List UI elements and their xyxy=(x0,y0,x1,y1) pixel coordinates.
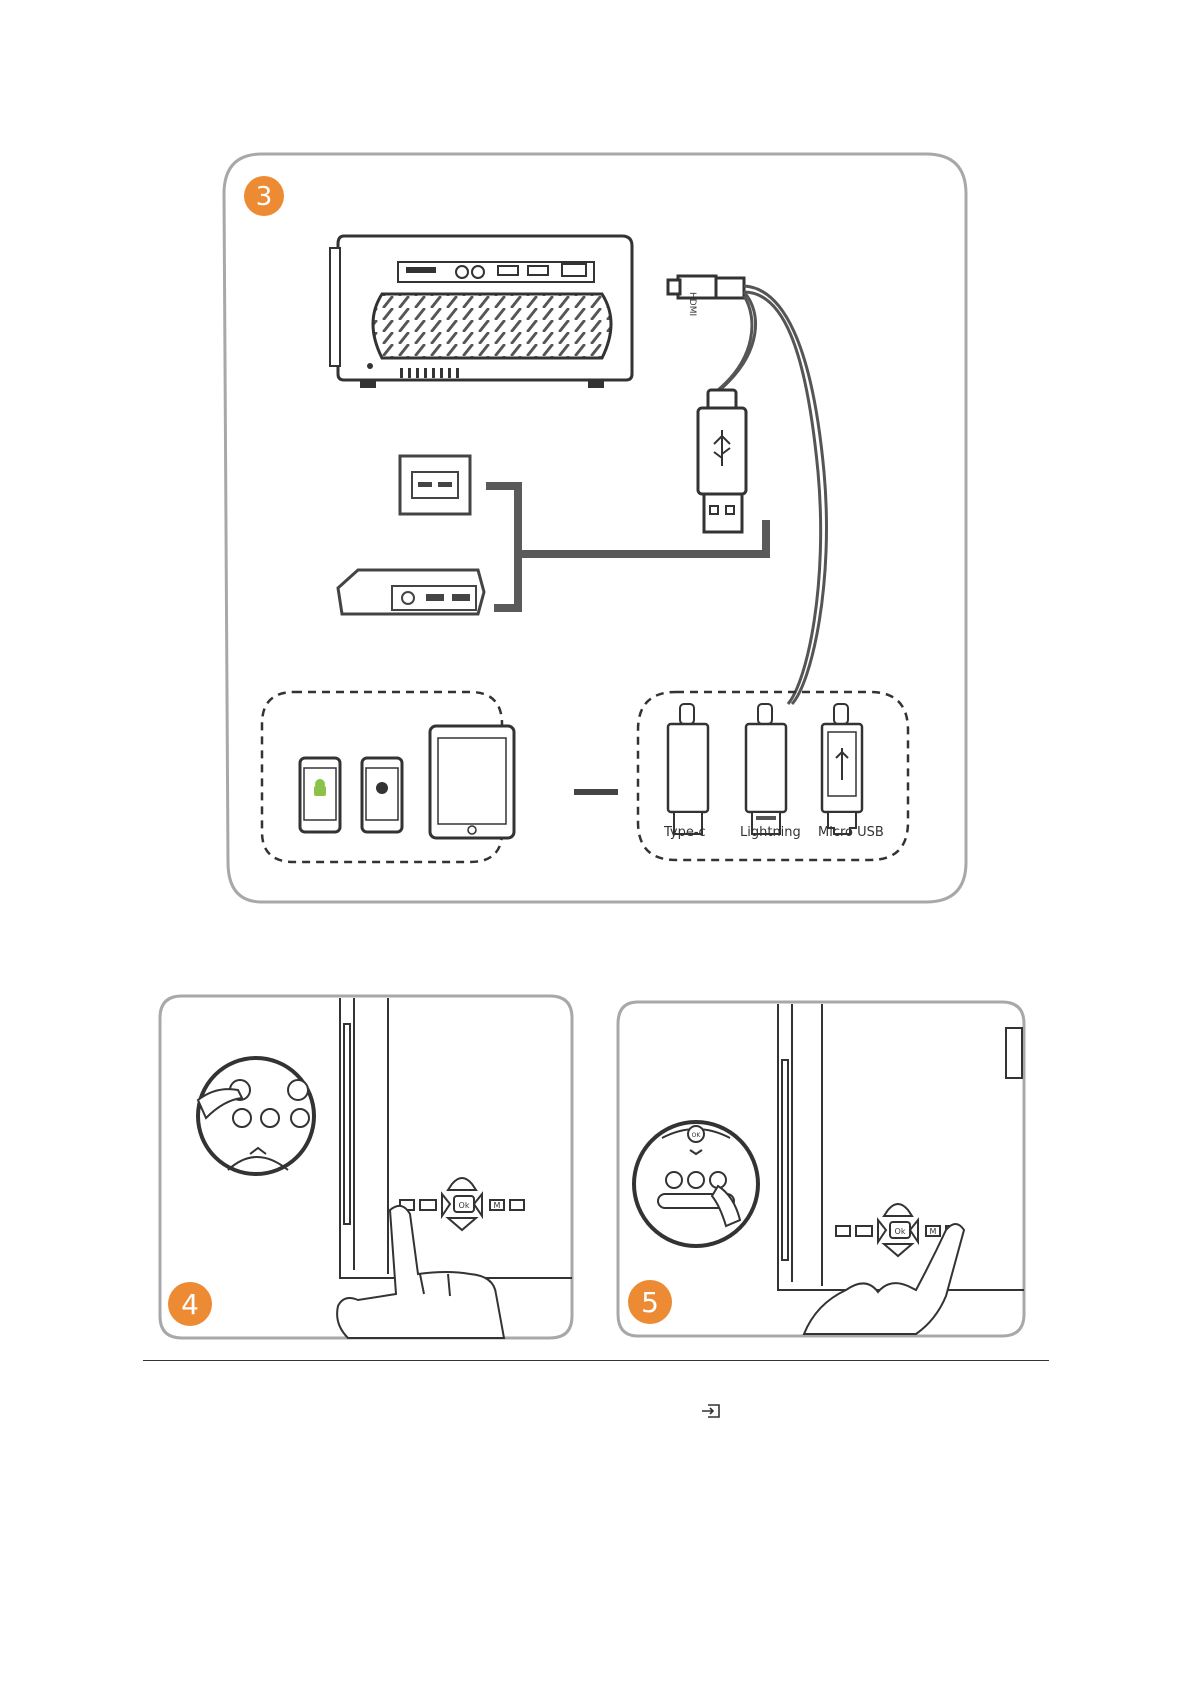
power-bank-icon xyxy=(338,570,484,614)
remote-vol-button xyxy=(288,1080,308,1100)
panel-menu-label: M xyxy=(930,1227,937,1236)
remote-zoom-icon: OK xyxy=(634,1122,758,1246)
hdmi-label: HDMI xyxy=(687,292,697,316)
connector-label-type-c: Type-c xyxy=(663,825,706,840)
ipad-icon xyxy=(430,726,514,838)
remote-zoom-icon xyxy=(198,1058,314,1174)
iphone-icon xyxy=(362,758,402,832)
remote-fast-forward-button xyxy=(291,1109,309,1127)
section-divider xyxy=(143,1360,1049,1361)
step-5-badge-number: 5 xyxy=(641,1286,659,1319)
step-3-illustration: HDMI xyxy=(222,152,968,904)
panel-source-button xyxy=(856,1226,872,1236)
panel-menu-label: M xyxy=(494,1201,501,1210)
micro-usb-plug-icon xyxy=(822,704,862,834)
type-c-plug-icon xyxy=(668,704,708,834)
panel-source-button xyxy=(420,1200,436,1210)
connector-label-lightning: Lightning xyxy=(740,825,801,840)
android-phone-icon xyxy=(300,758,340,832)
remote-play-pause-button xyxy=(261,1109,279,1127)
step-4-illustration: Ok M 4 xyxy=(158,994,576,1342)
panel-power-button xyxy=(836,1226,850,1236)
projector-rear-icon xyxy=(330,236,632,388)
remote-menu-button xyxy=(688,1172,704,1188)
input-source-icon xyxy=(700,1402,722,1420)
remote-back-button xyxy=(666,1172,682,1188)
remote-rewind-button xyxy=(233,1109,251,1127)
step-5-illustration: Ok M OK 5 xyxy=(616,1000,1026,1338)
step-4-panel: Ok M 4 xyxy=(158,994,576,1342)
panel-ok-label: Ok xyxy=(459,1201,470,1210)
panel-vol-button xyxy=(510,1200,524,1210)
connector-label-micro-usb: Micro USB xyxy=(818,825,884,840)
lightning-plug-icon xyxy=(746,704,786,834)
step-3-badge-number: 3 xyxy=(256,182,273,212)
panel-ok-label: Ok xyxy=(895,1227,906,1236)
remote-ok-label: OK xyxy=(692,1132,702,1139)
step-3-panel: HDMI xyxy=(222,152,968,904)
step-5-panel: Ok M OK 5 xyxy=(616,1000,1026,1338)
wall-usb-adapter-icon xyxy=(400,456,470,514)
step-4-badge-number: 4 xyxy=(181,1288,199,1321)
